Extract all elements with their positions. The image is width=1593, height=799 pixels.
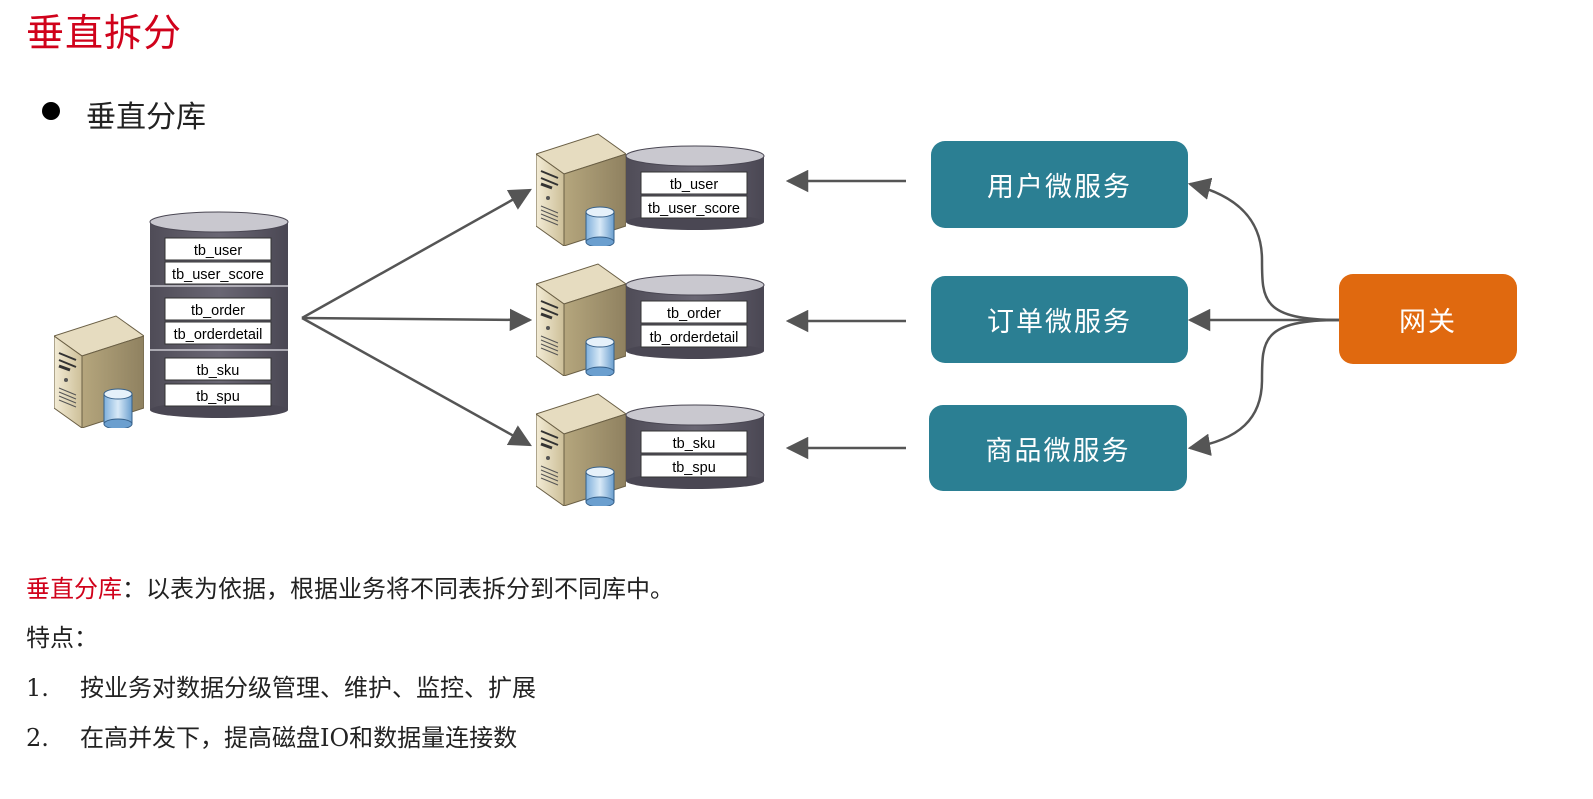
table-box (164, 357, 272, 381)
table-label: tb_user_score (648, 201, 740, 217)
page-title: 垂直拆分 (26, 11, 183, 55)
description-line: 垂直分库：以表为依据，根据业务将不同表拆分到不同库中。 (26, 569, 674, 604)
table-box (640, 171, 748, 195)
table-box (640, 300, 748, 324)
table-box (640, 324, 748, 348)
bullet-dot-icon (42, 102, 60, 120)
table-label: tb_orderdetail (650, 330, 739, 346)
table-label: tb_user (194, 243, 243, 259)
service-user: 用户微服务 (931, 141, 1188, 228)
feature-item: 2. 在高并发下，提高磁盘IO和数据量连接数 (26, 718, 517, 753)
description-label: 垂直分库 (26, 575, 122, 603)
server-icon (536, 392, 626, 506)
table-box (164, 237, 272, 261)
table-box (164, 261, 272, 285)
feature-number: 1. (26, 674, 49, 702)
table-box (164, 297, 272, 321)
server-icon (536, 132, 626, 246)
server-icon (536, 262, 626, 376)
gateway-arrows (1187, 177, 1341, 456)
table-label: tb_orderdetail (174, 327, 263, 343)
description-text: ：以表为依据，根据业务将不同表拆分到不同库中。 (122, 575, 674, 603)
source-server-icon (54, 314, 144, 428)
service-order: 订单微服务 (931, 276, 1188, 363)
table-label: tb_order (191, 303, 245, 319)
gateway: 网关 (1339, 274, 1517, 364)
feature-text: 按业务对数据分级管理、维护、监控、扩展 (80, 674, 536, 702)
feature-text: 在高并发下，提高磁盘IO和数据量连接数 (80, 724, 518, 752)
target-database-3: tb_sku tb_spu (625, 404, 765, 489)
table-label: tb_sku (197, 363, 240, 379)
table-box (640, 430, 748, 454)
service-product: 商品微服务 (929, 405, 1187, 491)
table-label: tb_user (670, 177, 719, 193)
feature-item: 1. 按业务对数据分级管理、维护、监控、扩展 (26, 668, 536, 703)
split-arrows (301, 188, 533, 447)
source-database: tb_user tb_user_score tb_order tb_orderd… (149, 211, 289, 418)
table-box (164, 321, 272, 345)
table-box (164, 383, 272, 407)
table-box (640, 195, 748, 219)
table-label: tb_spu (672, 460, 716, 476)
target-database-2: tb_order tb_orderdetail (625, 274, 765, 359)
bullet-text: 垂直分库 (86, 100, 206, 135)
feature-number: 2. (26, 724, 49, 752)
service-db-arrows (785, 169, 906, 460)
table-label: tb_spu (196, 389, 240, 405)
table-box (640, 454, 748, 478)
table-label: tb_sku (673, 436, 716, 452)
features-label: 特点： (26, 624, 98, 652)
target-database-1: tb_user tb_user_score (625, 145, 765, 230)
table-label: tb_user_score (172, 267, 264, 283)
table-label: tb_order (667, 306, 721, 322)
